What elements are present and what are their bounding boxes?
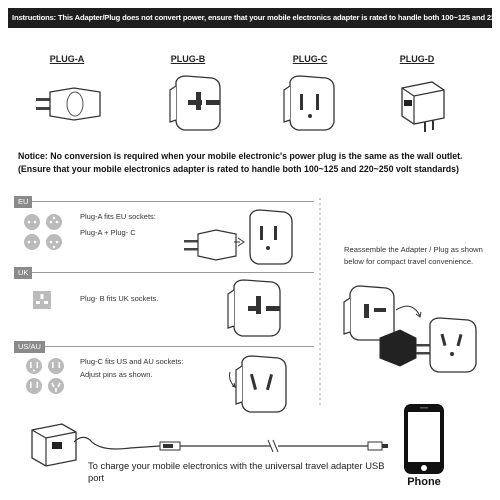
eu-tag: EU	[14, 196, 33, 208]
notice-line-1: Notice: No conversion is required when y…	[18, 151, 463, 161]
usau-text-2: Adjust pins as shown.	[80, 370, 153, 379]
eu-plug-combo-icon	[184, 209, 293, 265]
usb-adapter-icon	[31, 423, 77, 467]
reassemble-illustration	[343, 285, 477, 373]
eu-text-1: Plug-A fits EU sockets:	[80, 212, 156, 221]
usau-plug-c-icon	[229, 355, 287, 413]
plug-a-icon	[36, 87, 101, 121]
usau-socket-icons	[26, 358, 64, 394]
plug-c-icon	[283, 75, 335, 131]
eu-divider	[14, 201, 314, 202]
notice-line-2: (Ensure that your mobile electronics ada…	[18, 164, 459, 174]
uk-socket-icon	[33, 291, 51, 309]
usau-tag: US/AU	[14, 341, 45, 353]
notice-text: Notice: No conversion is required when y…	[18, 150, 488, 176]
plug-d-label: PLUG-D	[399, 54, 435, 64]
dotted-separator	[319, 198, 321, 408]
plug-d-icon	[401, 81, 445, 132]
eu-text-2: Plug-A + Plug- C	[80, 228, 136, 237]
instructions-banner: Instructions: This Adapter/Plug does not…	[8, 8, 492, 28]
usau-text-1: Plug-C fits US and AU sockets:	[80, 357, 184, 366]
uk-divider	[14, 272, 314, 273]
eu-socket-icons	[24, 214, 62, 250]
usb-cable	[73, 436, 388, 453]
plug-c-label: PLUG-C	[292, 54, 328, 64]
phone-icon	[404, 404, 444, 474]
uk-text: Plug- B fits UK sockets.	[80, 294, 159, 303]
plug-a-label: PLUG-A	[49, 54, 85, 64]
uk-tag: UK	[14, 267, 33, 279]
uk-plug-b-icon	[227, 279, 281, 337]
plug-b-icon	[169, 75, 221, 131]
plug-b-label: PLUG-B	[170, 54, 206, 64]
charging-caption: To charge your mobile electronics with t…	[88, 460, 385, 483]
phone-label: Phone	[407, 476, 441, 488]
usau-divider	[14, 346, 314, 347]
reassemble-text: Reassemble the Adapter / Plug as shown b…	[344, 245, 483, 266]
